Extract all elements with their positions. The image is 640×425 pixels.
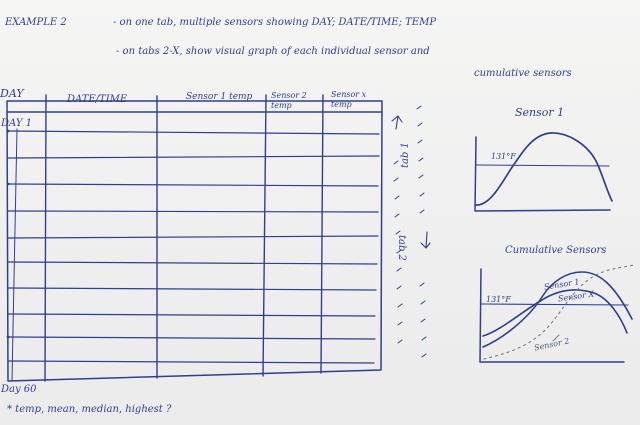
tab-dash bbox=[421, 353, 427, 358]
tab-dash bbox=[397, 321, 403, 326]
tab-dash bbox=[419, 282, 425, 287]
tab-dash bbox=[418, 157, 424, 162]
tab-dash bbox=[393, 160, 399, 165]
graph1-title: Sensor 1 bbox=[515, 106, 565, 119]
tab-dash bbox=[417, 139, 423, 144]
column-header-sensor2: Sensor 2 temp bbox=[271, 91, 307, 110]
tab-dash bbox=[421, 336, 427, 341]
tab-dash bbox=[419, 209, 425, 214]
tab-arrow-down bbox=[425, 231, 428, 249]
tab-dash bbox=[396, 285, 402, 290]
column-header-day: DAY bbox=[0, 87, 24, 100]
graph1-threshold-line bbox=[475, 164, 610, 167]
notes-title: EXAMPLE 2 bbox=[5, 17, 67, 28]
tab-dash bbox=[394, 213, 400, 218]
tab-dash bbox=[396, 267, 402, 272]
table-row-line bbox=[7, 155, 380, 159]
graph2-title: Cumulative Sensors bbox=[505, 245, 607, 256]
tab-dash bbox=[397, 339, 403, 344]
graph1-threshold-label: 131°F bbox=[491, 152, 516, 161]
table-row-line bbox=[7, 183, 379, 187]
tab-dash bbox=[416, 105, 422, 110]
graph1-line bbox=[475, 132, 613, 206]
column-header-date-time: DATE/TIME bbox=[67, 94, 128, 105]
tab-arrow-up-head bbox=[391, 115, 403, 123]
graph2-line-sensor-1 bbox=[482, 271, 633, 348]
tab-dash bbox=[420, 300, 426, 305]
graph2-line-sensor-2 bbox=[483, 264, 635, 360]
graph2-threshold-label: 131°F bbox=[486, 295, 511, 304]
table-row-line bbox=[7, 360, 375, 364]
table-row-line bbox=[7, 235, 379, 239]
tab-dash bbox=[397, 303, 403, 308]
tab1-label: tab 1 bbox=[400, 142, 411, 168]
graph2-threshold-line bbox=[480, 303, 629, 306]
graph2-line-sensor-x bbox=[482, 289, 628, 337]
table-row-line bbox=[7, 130, 380, 135]
tab-dash bbox=[417, 122, 423, 127]
tab-arrow-up bbox=[395, 115, 399, 130]
tab-dash bbox=[393, 177, 399, 182]
table-col-divider-sensor1 bbox=[262, 94, 267, 377]
graph1-axes bbox=[474, 136, 611, 212]
column-header-sensor1: Sensor 1 temp bbox=[186, 92, 253, 102]
tab2-label: tab 2 bbox=[396, 235, 407, 261]
day-column-guide bbox=[11, 128, 18, 381]
graph2-axes bbox=[479, 268, 625, 363]
notes-line-2: - on tabs 2-X, show visual graph of each… bbox=[116, 46, 430, 57]
row-marker-dot bbox=[6, 182, 10, 186]
tab-dash bbox=[419, 192, 425, 197]
table-row-line bbox=[7, 336, 376, 340]
table-col-divider-sensor2 bbox=[320, 94, 324, 374]
row-marker-dot bbox=[6, 335, 10, 339]
notes-line-1: - on one tab, multiple sensors showing D… bbox=[113, 17, 437, 28]
table-row-line bbox=[7, 210, 379, 213]
row-marker-dot bbox=[6, 129, 10, 133]
tab-dash bbox=[395, 230, 401, 235]
column-header-sensorx: Sensor x temp bbox=[331, 90, 367, 109]
tab-dash bbox=[420, 318, 426, 323]
notes-line-2-cont: cumulative sensors bbox=[474, 68, 572, 79]
table-row-line bbox=[7, 287, 377, 291]
tab-dash bbox=[418, 174, 424, 179]
first-day-label: DAY 1 bbox=[1, 118, 32, 129]
last-day-label: Day 60 bbox=[1, 384, 37, 395]
tab-dash bbox=[396, 249, 402, 254]
table-row-line bbox=[7, 261, 378, 265]
tab-arrow-down-head bbox=[420, 242, 431, 249]
table-row-line bbox=[7, 313, 376, 317]
graph2-sensor2-pointer bbox=[552, 334, 560, 342]
tab-dash bbox=[394, 195, 400, 200]
footnote: * temp, mean, median, highest ? bbox=[7, 404, 172, 415]
